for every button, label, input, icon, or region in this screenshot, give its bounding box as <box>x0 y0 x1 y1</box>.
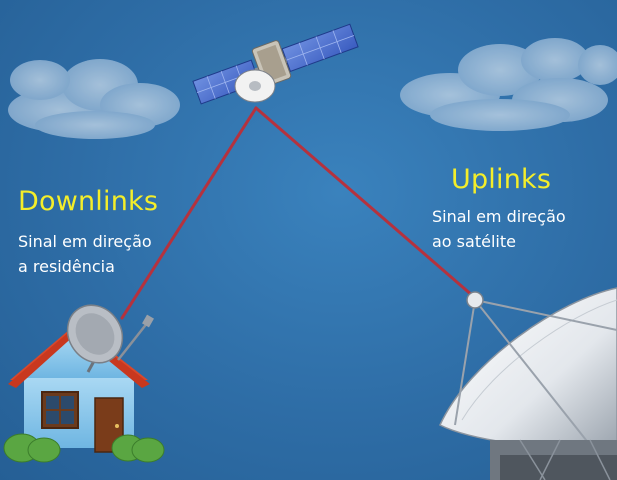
uplinks-description-line1: Sinal em direção <box>432 204 566 229</box>
signal-lines <box>122 108 473 318</box>
downlinks-description-line2: a residência <box>18 254 152 279</box>
uplink-signal-line <box>256 108 473 296</box>
uplinks-description-line2: ao satélite <box>432 229 566 254</box>
downlinks-title: Downlinks <box>18 186 158 217</box>
downlinks-description-line1: Sinal em direção <box>18 229 152 254</box>
uplinks-title: Uplinks <box>451 164 551 195</box>
cloud-icon <box>8 59 180 139</box>
cloud-icon <box>400 38 617 131</box>
downlinks-description: Sinal em direção a residência <box>18 229 152 279</box>
satellite-icon <box>190 15 361 110</box>
ground-station-dish-icon <box>440 288 617 480</box>
uplinks-description: Sinal em direção ao satélite <box>432 204 566 254</box>
